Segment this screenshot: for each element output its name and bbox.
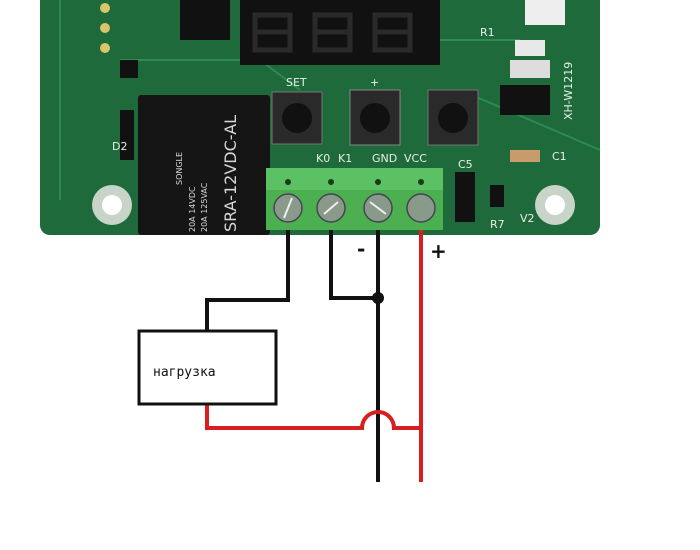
terminal-label-k0: K0 [316, 152, 330, 165]
button-set[interactable]: SET [271, 76, 323, 145]
plus-label: + [430, 239, 447, 263]
relay-rating-1: 20A 14VDC [188, 186, 197, 232]
screw-vcc [406, 193, 436, 223]
terminal-label-gnd: GND [372, 152, 397, 165]
terminal-label-k1: K1 [338, 152, 352, 165]
button-plus[interactable]: + [349, 76, 401, 146]
button-set-label: SET [286, 76, 307, 89]
label-r7: R7 [490, 218, 505, 231]
relay: SRA-12VDC-AL 20A 14VDC 20A 125VAC SONGLE [138, 95, 270, 235]
load-label: нагрузка [153, 365, 216, 380]
ic-chip [180, 0, 230, 40]
label-v2: V2 [520, 212, 535, 225]
label-d2: D2 [112, 140, 127, 153]
junction-dot [372, 292, 384, 304]
relay-brand: SONGLE [175, 152, 184, 185]
button-plus-label: + [370, 76, 379, 89]
terminal-block: K0 K1 GND VCC [266, 152, 443, 230]
load-box: нагрузка [137, 329, 278, 406]
relay-rating-2: 20A 125VAC [200, 182, 209, 232]
relay-model: SRA-12VDC-AL [221, 115, 240, 232]
model-label: XH-W1219 [562, 62, 575, 120]
label-c1: C1 [552, 150, 567, 163]
minus-label: - [357, 237, 365, 261]
wire-k1-to-gnd [329, 230, 378, 300]
button-minus[interactable]: - [427, 76, 479, 146]
wire-k0-to-load [205, 230, 290, 332]
label-r1: R1 [480, 26, 495, 39]
wire-load-to-positive [205, 405, 421, 430]
wires [205, 230, 423, 482]
terminal-label-vcc: VCC [404, 152, 427, 165]
label-c5: C5 [458, 158, 473, 171]
